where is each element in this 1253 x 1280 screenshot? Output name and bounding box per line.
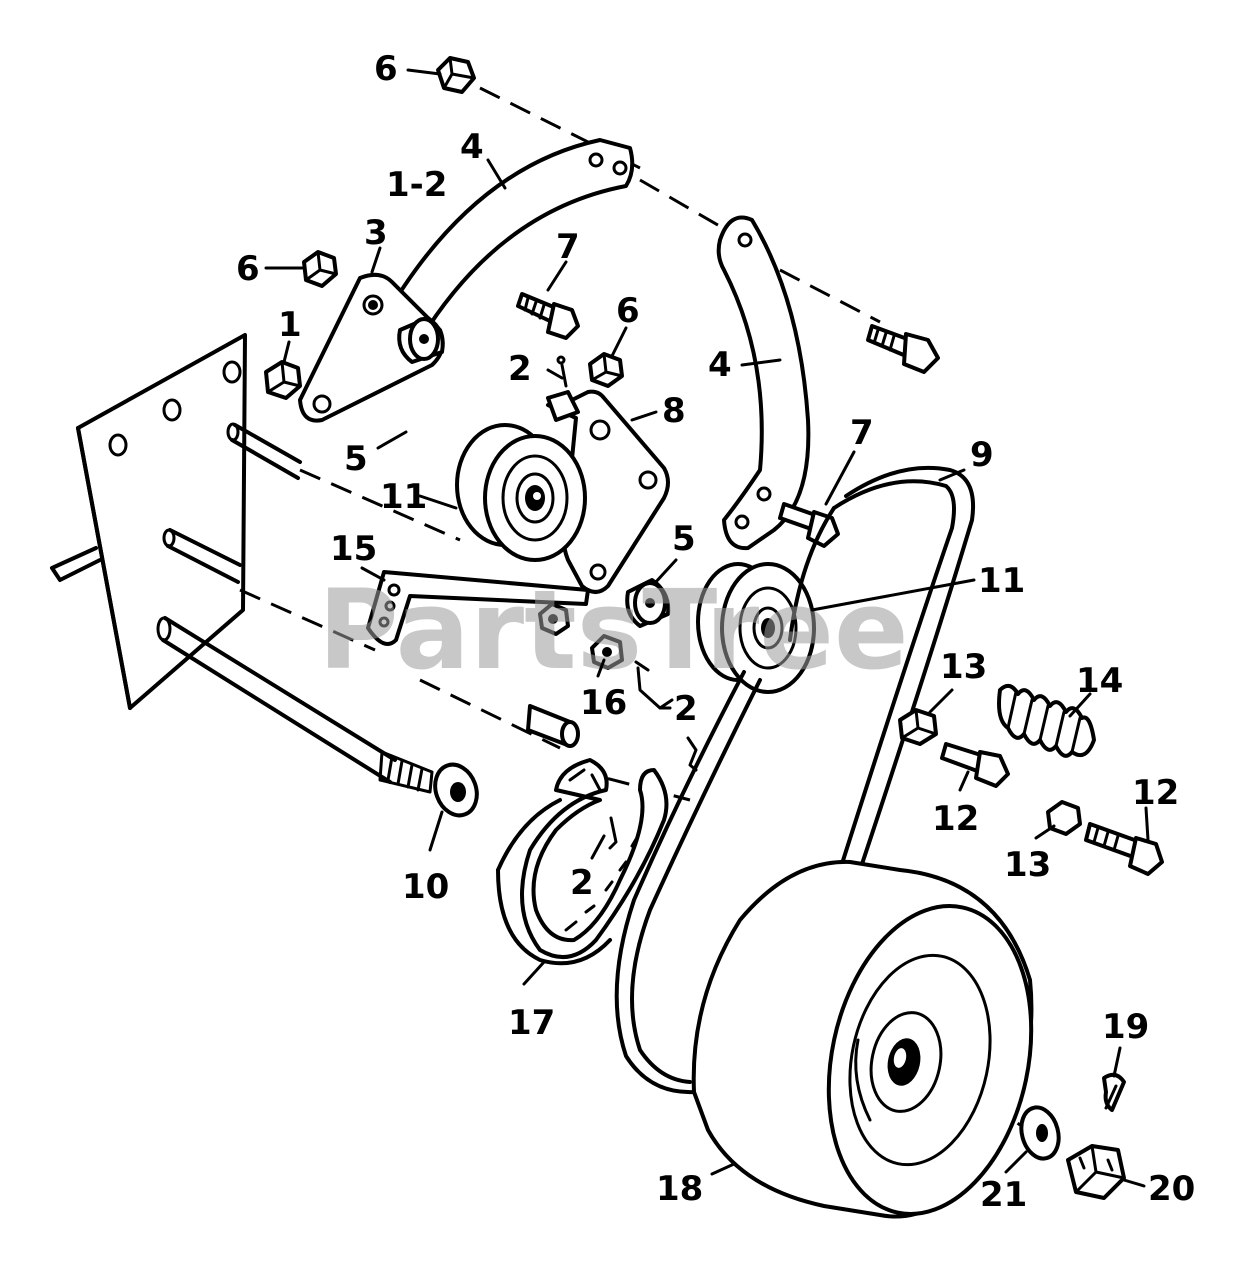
callout-3: 3 [364, 213, 388, 253]
bolt-7-lower [778, 502, 840, 548]
nut-13-upper [898, 708, 938, 746]
callout-1: 1 [278, 305, 302, 345]
nut-1 [264, 360, 302, 400]
leader-lines [264, 68, 1150, 1188]
nut-6-left [302, 250, 338, 288]
bolt-12-upper [940, 742, 1010, 788]
nut-16 [590, 634, 624, 670]
pin-2-mid [634, 660, 698, 772]
callout-4-right: 4 [708, 345, 732, 385]
callout-labels: 6 4 1-2 3 6 7 6 1 2 8 4 5 11 7 9 15 5 11… [236, 49, 1195, 1215]
pulley-11-upper [455, 423, 587, 562]
bolt-7-upper [516, 292, 580, 340]
nut-6-mid [588, 352, 624, 388]
callout-13-lower: 13 [1004, 845, 1051, 885]
callout-18: 18 [656, 1169, 703, 1209]
mounting-plate [50, 333, 247, 710]
callout-10: 10 [402, 867, 449, 907]
watermark: PartsTree [318, 566, 909, 694]
callout-12-upper: 12 [1132, 773, 1179, 813]
callout-14: 14 [1076, 661, 1123, 701]
pulley-11-lower [696, 562, 816, 694]
nut-13-lower [1046, 800, 1082, 836]
callout-9: 9 [970, 435, 994, 475]
callout-11-upper: 11 [380, 477, 427, 517]
bushing [526, 704, 580, 748]
callout-6-top: 6 [374, 49, 398, 89]
callout-11-lower: 11 [978, 561, 1025, 601]
callout-8: 8 [662, 391, 686, 431]
callout-21: 21 [980, 1175, 1027, 1215]
callout-16: 16 [580, 683, 627, 723]
spring-14 [997, 683, 1096, 758]
bolt-7-right [866, 324, 940, 374]
washer-10 [433, 762, 479, 818]
wheel-18 [691, 859, 1034, 1219]
shaft-rods [156, 422, 434, 794]
callout-15: 15 [330, 529, 377, 569]
castle-nut-20 [1066, 1144, 1126, 1200]
callout-6-left: 6 [236, 249, 260, 289]
bracket-4-right [716, 215, 811, 551]
callout-5-lower: 5 [672, 519, 696, 559]
bracket-15 [366, 570, 590, 646]
callout-4-upper: 4 [460, 127, 484, 167]
callout-12-lower: 12 [932, 799, 979, 839]
bracket-8 [546, 389, 670, 594]
callout-2-lower: 2 [570, 863, 594, 903]
nut-6-top [436, 56, 476, 94]
spacer-5-lower [625, 578, 671, 628]
brake-band-17 [496, 758, 669, 966]
nut-small [538, 602, 570, 636]
spacer-5-upper [397, 316, 445, 364]
callout-19: 19 [1102, 1007, 1149, 1047]
callout-2-upper: 2 [508, 349, 532, 389]
bolt-12-lower [1084, 822, 1164, 876]
pin-2-upper [556, 355, 568, 388]
callout-13-upper: 13 [940, 647, 987, 687]
callout-20: 20 [1148, 1169, 1195, 1209]
callout-2-mid: 2 [674, 689, 698, 729]
callout-6-mid: 6 [616, 291, 640, 331]
callout-7-upper: 7 [556, 227, 580, 267]
callout-1-2: 1-2 [386, 165, 447, 205]
callout-17: 17 [508, 1003, 555, 1043]
washer-21 [1019, 1105, 1061, 1161]
cotter-pin-19 [1102, 1072, 1126, 1112]
callout-5-upper: 5 [344, 439, 368, 479]
callout-7-lower: 7 [850, 413, 874, 453]
